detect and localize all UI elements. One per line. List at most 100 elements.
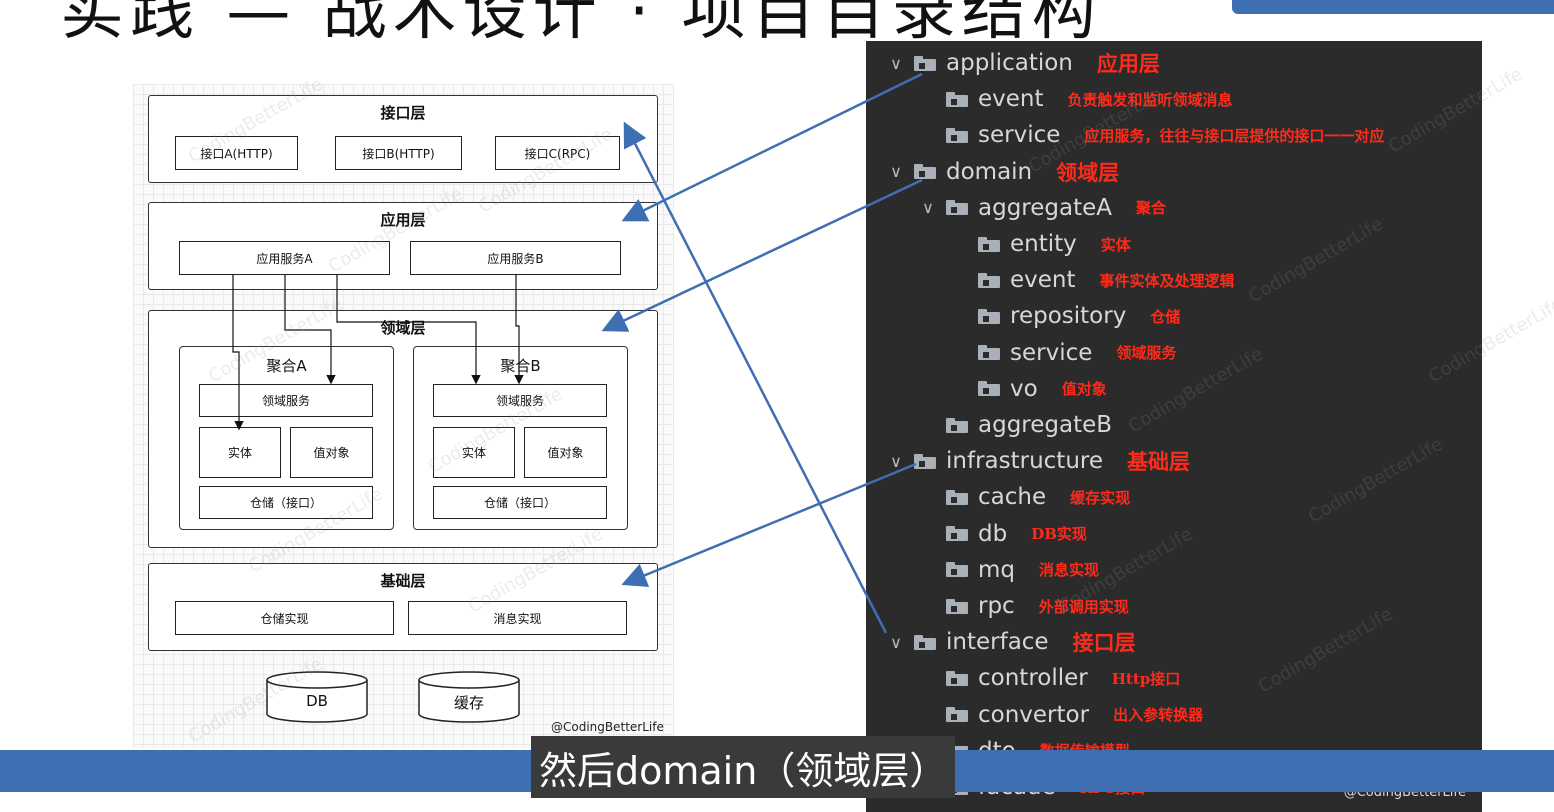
tree-item-service[interactable]: service 应用服务，往往与接口层提供的接口一一对应: [918, 117, 1384, 153]
domain-layer-title: 领域层: [380, 319, 426, 337]
chevron-down-icon[interactable]: ∨: [890, 451, 902, 471]
folder-icon: [946, 670, 968, 686]
folder-icon: [978, 308, 1000, 324]
diagram-credit: @CodingBetterLife: [551, 720, 664, 734]
folder-icon: [914, 634, 936, 650]
tree-item-name: rpc: [978, 593, 1015, 619]
aggregate-b-entity: 实体: [433, 427, 515, 478]
tree-item-repository[interactable]: repository 仓储: [950, 298, 1180, 334]
tree-item-annotation: 外部调用实现: [1038, 597, 1129, 616]
tree-item-application[interactable]: ∨ application 应用层: [886, 45, 1160, 81]
chevron-down-icon[interactable]: ∨: [922, 198, 934, 218]
tree-item-name: domain: [946, 158, 1033, 185]
interface-b-box: 接口B(HTTP): [335, 136, 462, 170]
project-tree-panel: ∨ application 应用层 event 负责触发和监听领域消息 service 应用…: [866, 41, 1482, 812]
tree-item-annotation: 基础层: [1127, 449, 1190, 475]
tree-item-vo[interactable]: vo 值对象: [950, 371, 1107, 407]
tree-item-entity[interactable]: entity 实体: [950, 226, 1131, 262]
top-accent-bar: [1232, 0, 1554, 14]
tree-item-annotation: 事件实体及处理逻辑: [1099, 271, 1235, 290]
tree-item-name: cache: [978, 484, 1047, 511]
folder-icon: [946, 562, 968, 578]
tree-item-annotation: 实体: [1100, 235, 1131, 254]
tree-item-annotation: Http接口: [1111, 669, 1181, 688]
tree-item-event[interactable]: event 事件实体及处理逻辑: [950, 262, 1235, 298]
tree-item-name: service: [978, 122, 1061, 149]
tree-item-name: interface: [946, 629, 1049, 656]
infrastructure-layer: 基础层 仓储实现 消息实现: [148, 563, 658, 651]
tree-item-annotation: 接口层: [1072, 630, 1136, 656]
application-layer: 应用层 应用服务A 应用服务B: [148, 202, 658, 290]
tree-item-aggregateB[interactable]: aggregateB: [918, 407, 1136, 443]
tree-item-annotation: 应用层: [1096, 51, 1160, 76]
folder-icon: [914, 453, 936, 469]
app-service-b-box: 应用服务B: [410, 241, 621, 275]
aggregate-a: 聚合A 领域服务 实体 值对象 仓储（接口）: [179, 346, 394, 530]
folder-icon: [978, 345, 1000, 361]
tree-item-annotation: 值对象: [1061, 380, 1107, 399]
tree-item-name: entity: [1010, 231, 1077, 257]
tree-item-name: convertor: [978, 701, 1090, 728]
cache-cylinder: [418, 671, 520, 723]
tree-item-annotation: 聚合: [1136, 199, 1167, 218]
folder-icon: [946, 598, 968, 614]
folder-icon: [978, 381, 1000, 397]
folder-icon: [946, 489, 968, 505]
tree-item-annotation: 领域层: [1056, 159, 1120, 185]
folder-icon: [914, 164, 936, 180]
chevron-down-icon[interactable]: ∨: [890, 53, 902, 73]
tree-item-name: mq: [978, 556, 1016, 583]
tree-item-annotation: DB实现: [1031, 525, 1087, 544]
aggregate-a-entity: 实体: [199, 427, 281, 478]
tree-item-annotation: 应用服务，往往与接口层提供的接口一一对应: [1084, 126, 1385, 145]
folder-icon: [978, 236, 1000, 252]
tree-item-name: event: [1010, 267, 1076, 294]
aggregate-b-domain-service: 领域服务: [433, 384, 607, 417]
aggregate-b-repository: 仓储（接口）: [433, 486, 607, 519]
folder-icon: [946, 91, 968, 107]
tree-item-annotation: 领域服务: [1116, 344, 1177, 363]
folder-icon: [946, 200, 968, 216]
tree-item-name: aggregateB: [978, 412, 1113, 438]
tree-item-rpc[interactable]: rpc 外部调用实现: [918, 588, 1129, 624]
tree-item-service[interactable]: service 领域服务: [950, 335, 1176, 371]
folder-icon: [978, 272, 1000, 288]
tree-item-name: service: [1010, 339, 1093, 366]
interface-a-box: 接口A(HTTP): [175, 136, 298, 170]
chevron-down-icon[interactable]: ∨: [890, 162, 902, 182]
slide-title: 实践 — 战术设计 · 项目目录结构: [60, 0, 1102, 49]
tree-item-mq[interactable]: mq 消息实现: [918, 552, 1099, 588]
folder-icon: [946, 127, 968, 143]
tree-item-name: infrastructure: [946, 448, 1103, 475]
tree-item-name: vo: [1010, 375, 1038, 402]
tree-item-event[interactable]: event 负责触发和监听领域消息: [918, 81, 1233, 117]
folder-icon: [946, 707, 968, 723]
tree-item-annotation: 仓储: [1150, 307, 1181, 326]
interface-layer: 接口层 接口A(HTTP) 接口B(HTTP) 接口C(RPC): [148, 95, 658, 183]
db-cylinder: [266, 671, 368, 723]
tree-item-name: event: [978, 86, 1044, 113]
video-subtitle: 然后domain（领域层）: [531, 736, 956, 798]
tree-item-name: repository: [1010, 303, 1127, 330]
tree-item-infrastructure[interactable]: ∨ infrastructure 基础层: [886, 443, 1190, 479]
tree-item-name: application: [946, 50, 1073, 76]
tree-item-interface[interactable]: ∨ interface 接口层: [886, 624, 1136, 660]
tree-item-domain[interactable]: ∨ domain 领域层: [886, 154, 1119, 190]
tree-item-annotation: 负责触发和监听领域消息: [1067, 90, 1233, 109]
repository-impl-box: 仓储实现: [175, 601, 394, 635]
message-impl-box: 消息实现: [408, 601, 627, 635]
tree-item-annotation: 消息实现: [1039, 561, 1100, 580]
interface-layer-title: 接口层: [380, 104, 426, 122]
chevron-down-icon[interactable]: ∨: [890, 632, 902, 652]
aggregate-b-title: 聚合B: [500, 357, 541, 375]
aggregate-a-domain-service: 领域服务: [199, 384, 373, 417]
application-layer-title: 应用层: [380, 211, 426, 229]
infrastructure-layer-title: 基础层: [380, 572, 426, 590]
folder-icon: [946, 526, 968, 542]
aggregate-a-repository: 仓储（接口）: [199, 486, 373, 519]
